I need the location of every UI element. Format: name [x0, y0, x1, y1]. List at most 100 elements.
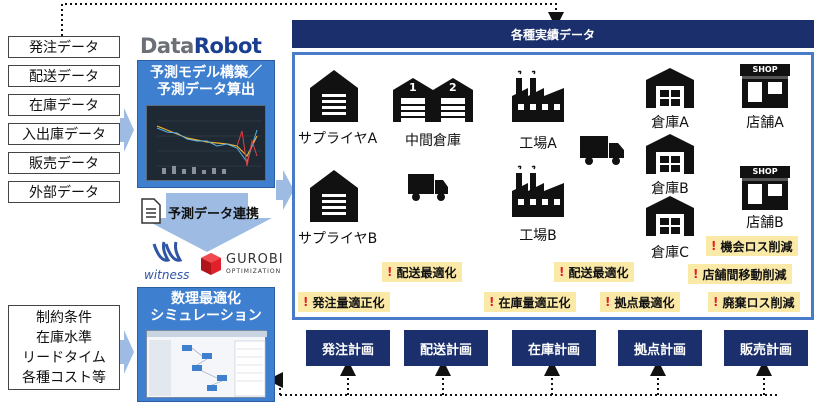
- header-label: 各種実績データ: [510, 27, 595, 42]
- warehouse-c-icon: [646, 196, 694, 236]
- optimization-title-line: シミュレーション: [150, 308, 262, 324]
- witness-mark-icon: [152, 241, 183, 262]
- alert-icon: !: [489, 295, 495, 309]
- alert-icon: !: [711, 239, 717, 253]
- badge-text: 配送最適化: [568, 265, 629, 280]
- optimization-title: 数理最適化 シミュレーション: [138, 291, 274, 325]
- factory-b-label: 工場B: [519, 228, 557, 244]
- badge-text: 店舗間移動削減: [702, 267, 787, 282]
- badge-delivery-2: !配送最適化: [554, 262, 634, 282]
- prediction-title-line: 予測モデル構築／: [150, 65, 262, 81]
- store-b-icon: SHOP: [738, 166, 792, 210]
- datarobot-logo: DataRobot: [140, 34, 262, 58]
- feedback-loop-top: [61, 3, 564, 36]
- truck-icon-upper: [580, 134, 624, 166]
- factory-b-icon: [512, 165, 564, 217]
- alert-icon: !: [387, 265, 393, 279]
- warehouse-b-icon: [646, 134, 694, 174]
- warehouse-number-2: 2: [449, 81, 457, 94]
- plan-base: 拠点計画: [618, 330, 702, 366]
- warehouse-c-label: 倉庫C: [651, 245, 689, 261]
- constraint-item: リードタイム: [22, 349, 106, 366]
- input-arrow: [120, 108, 134, 152]
- prediction-title-line: 予測データ算出: [157, 82, 255, 98]
- badge-opportunity: !機会ロス削減: [706, 236, 798, 256]
- supplier-b-building-icon: [310, 168, 358, 222]
- optimization-title-line: 数理最適化: [171, 291, 241, 307]
- datarobot-logo-robot: Robot: [193, 34, 262, 58]
- constraint-item: 各種コスト等: [22, 369, 106, 386]
- middle-warehouse-graphic: [393, 78, 473, 122]
- supplier-a-label: サプライヤA: [298, 131, 378, 147]
- plan-label: 拠点計画: [633, 342, 686, 358]
- warehouse-a-label: 倉庫A: [651, 115, 689, 131]
- badge-base: !拠点最適化: [600, 292, 680, 312]
- gurobi-logo: GUROBI OPTIMIZATION: [200, 248, 283, 282]
- input-label: 在庫データ: [29, 98, 99, 114]
- input-delivery-data: 配送データ: [8, 65, 120, 87]
- input-sales-data: 販売データ: [8, 152, 120, 174]
- store-b-graphic: [740, 166, 790, 210]
- gurobi-cube-icon: [201, 253, 221, 275]
- truck-icon-lower: [408, 172, 448, 202]
- prediction-chart-graphic: [156, 120, 262, 174]
- factory-a-label: 工場A: [519, 136, 557, 152]
- warehouse-a-icon: [646, 68, 694, 108]
- badge-transfer: !店舗間移動削減: [688, 264, 792, 284]
- actual-data-header: 各種実績データ: [292, 20, 814, 48]
- alert-icon: !: [303, 295, 309, 309]
- badge-delivery-1: !配送最適化: [382, 262, 462, 282]
- constraint-arrow: [120, 330, 134, 374]
- input-external-data: 外部データ: [8, 181, 120, 203]
- plan-label: 発注計画: [321, 342, 374, 358]
- optimization-screenshot-thumbnail: [146, 330, 267, 398]
- panel-link-arrow: [276, 170, 294, 210]
- datarobot-logo-data: Data: [140, 34, 194, 58]
- prediction-model-box: 予測モデル構築／ 予測データ算出: [137, 60, 275, 188]
- badge-text: 機会ロス削減: [720, 239, 793, 254]
- constraint-item: 在庫水準: [36, 329, 92, 346]
- input-order-data: 発注データ: [8, 36, 120, 58]
- badge-text: 廃棄ロス削減: [722, 295, 795, 310]
- store-a-label: 店舗A: [746, 115, 784, 131]
- store-a-graphic: [740, 64, 790, 108]
- badge-text: 発注量適正化: [312, 295, 385, 310]
- plan-sales: 販売計画: [724, 330, 808, 366]
- input-label: 入出庫データ: [22, 127, 106, 143]
- store-a-icon: SHOP: [738, 64, 792, 108]
- input-inout-data: 入出庫データ: [8, 123, 120, 145]
- warehouse-number-1: 1: [409, 81, 417, 94]
- store-a-sign: SHOP: [752, 65, 778, 74]
- badge-order-qty: !発注量適正化: [298, 292, 390, 312]
- plan-label: 販売計画: [739, 342, 792, 358]
- plan-inventory: 在庫計画: [512, 330, 596, 366]
- badge-waste: !廃棄ロス削減: [708, 292, 800, 312]
- document-icon: [140, 198, 162, 224]
- witness-text: witness: [144, 268, 190, 282]
- plan-label: 在庫計画: [527, 342, 580, 358]
- supplier-b-label: サプライヤB: [298, 231, 378, 247]
- store-b-label: 店舗B: [746, 215, 784, 231]
- alert-icon: !: [605, 295, 611, 309]
- gurobi-subtext: OPTIMIZATION: [226, 268, 282, 275]
- factory-a-icon: [512, 70, 564, 122]
- supplier-a-building-icon: [310, 68, 358, 122]
- link-label: 予測データ連携: [168, 207, 260, 222]
- input-label: 配送データ: [29, 69, 99, 85]
- prediction-model-title: 予測モデル構築／ 予測データ算出: [138, 65, 274, 99]
- gurobi-text: GUROBI: [226, 252, 284, 267]
- feedback-loop-bottom: [267, 360, 780, 396]
- optimization-box: 数理最適化 シミュレーション: [137, 287, 275, 402]
- badge-text: 在庫量適正化: [498, 295, 571, 310]
- alert-icon: !: [713, 295, 719, 309]
- input-label: 発注データ: [29, 40, 99, 56]
- plan-label: 配送計画: [419, 342, 472, 358]
- badge-text: 拠点最適化: [614, 295, 675, 310]
- input-label: 販売データ: [29, 156, 99, 172]
- input-inventory-data: 在庫データ: [8, 94, 120, 116]
- store-b-sign: SHOP: [752, 167, 778, 176]
- plan-delivery: 配送計画: [404, 330, 488, 366]
- witness-logo: witness: [144, 240, 202, 282]
- plan-order: 発注計画: [306, 330, 390, 366]
- link-down-arrow: [142, 193, 272, 252]
